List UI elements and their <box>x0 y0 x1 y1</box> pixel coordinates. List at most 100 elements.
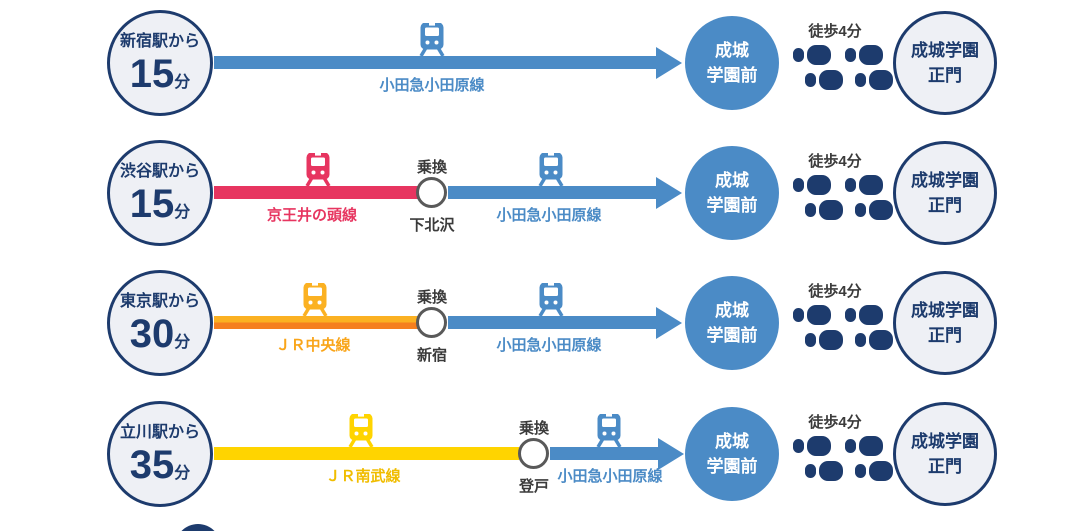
footprints-icon <box>790 45 895 91</box>
footprint-icon <box>845 436 883 456</box>
travel-time: 30分 <box>130 314 191 354</box>
destination-line1: 成城 <box>715 431 749 451</box>
travel-minutes-unit: 分 <box>174 465 191 483</box>
line-name-label: ＪＲ南武線 <box>325 468 401 485</box>
travel-minutes-unit: 分 <box>174 334 191 352</box>
transfer-station-circle <box>518 438 549 469</box>
route-row-shibuya: 渋谷駅から 15分 京王井の頭線 乗換 下北沢 小田急小田原線 成城 学園前 徒… <box>0 130 1080 261</box>
travel-time: 15分 <box>130 54 191 94</box>
footprint-icon <box>855 70 893 90</box>
gate-circle: 成城学園 正門 <box>893 141 997 245</box>
gate-line1: 成城学園 <box>911 40 979 60</box>
footprint-icon <box>845 175 883 195</box>
route-row-shinjuku: 新宿駅から 15分 小田急小田原線 成城 学園前 徒歩4分 成城学園 正門 <box>0 0 1080 131</box>
route-row-tachikawa: 立川駅から 35分 ＪＲ南武線 乗換 登戸 小田急小田原線 成城 学園前 徒歩4… <box>0 391 1080 522</box>
walk-time-label: 徒歩4分 <box>808 153 862 170</box>
gate-line2: 正門 <box>928 457 962 476</box>
arrowhead-icon <box>656 307 682 339</box>
transfer-label: 乗換 <box>416 159 448 176</box>
train-icon <box>299 283 331 317</box>
footprint-icon <box>805 461 843 481</box>
origin-station-label: 東京駅から <box>119 292 200 310</box>
transfer-station-name: 新宿 <box>416 347 448 364</box>
travel-minutes: 15 <box>129 52 175 97</box>
travel-minutes-unit: 分 <box>174 204 191 222</box>
line-name-label: 小田急小田原線 <box>496 337 602 354</box>
footprint-icon <box>855 330 893 350</box>
walk-time-label: 徒歩4分 <box>808 414 862 431</box>
line-name-label: 京王井の頭線 <box>266 207 358 224</box>
footprint-icon <box>805 330 843 350</box>
arrowhead-icon <box>658 438 684 470</box>
destination-station-circle: 成城 学園前 <box>685 146 779 240</box>
travel-minutes: 15 <box>129 182 175 227</box>
footprint-icon <box>845 305 883 325</box>
route-row-tokyo: 東京駅から 30分 ＪＲ中央線 乗換 新宿 小田急小田原線 成城 学園前 徒歩4… <box>0 260 1080 391</box>
travel-minutes-unit: 分 <box>174 74 191 92</box>
transfer-station-circle <box>416 177 447 208</box>
walk-time-label: 徒歩4分 <box>808 23 862 40</box>
destination-line2: 学園前 <box>706 66 758 85</box>
transfer-station-name: 下北沢 <box>409 217 455 234</box>
origin-station-circle: 渋谷駅から 15分 <box>107 140 213 246</box>
travel-time: 15分 <box>130 184 191 224</box>
gate-line1: 成城学園 <box>911 300 979 320</box>
gate-line2: 正門 <box>928 196 962 215</box>
transfer-station-name: 登戸 <box>518 478 550 495</box>
footprint-icon <box>793 436 831 456</box>
next-row-circle-cutoff <box>175 524 221 531</box>
train-icon <box>345 414 377 448</box>
footprints-icon <box>790 436 895 482</box>
destination-line1: 成城 <box>715 170 749 190</box>
destination-station-circle: 成城 学園前 <box>685 16 779 110</box>
train-icon <box>593 414 625 448</box>
footprint-icon <box>805 200 843 220</box>
gate-circle: 成城学園 正門 <box>893 402 997 506</box>
gate-line2: 正門 <box>928 326 962 345</box>
odakyu-line-bar <box>448 186 656 199</box>
destination-station-circle: 成城 学園前 <box>685 407 779 501</box>
footprint-icon <box>793 305 831 325</box>
walk-time-label: 徒歩4分 <box>808 283 862 300</box>
train-icon <box>535 153 567 187</box>
transfer-label: 乗換 <box>518 420 550 437</box>
keio-line-bar <box>214 186 432 199</box>
odakyu-line-bar <box>448 316 656 329</box>
origin-station-circle: 新宿駅から 15分 <box>107 10 213 116</box>
footprint-icon <box>845 45 883 65</box>
origin-station-label: 渋谷駅から <box>119 162 200 180</box>
destination-line1: 成城 <box>715 40 749 60</box>
footprint-icon <box>855 200 893 220</box>
train-icon <box>535 283 567 317</box>
arrowhead-icon <box>656 47 682 79</box>
destination-line2: 学園前 <box>706 457 758 476</box>
gate-line1: 成城学園 <box>911 170 979 190</box>
travel-minutes: 35 <box>129 443 175 488</box>
gate-circle: 成城学園 正門 <box>893 11 997 115</box>
gate-line2: 正門 <box>928 66 962 85</box>
origin-station-label: 立川駅から <box>119 423 200 441</box>
transfer-label: 乗換 <box>416 289 448 306</box>
footprint-icon <box>805 70 843 90</box>
jr-chuo-line-bar <box>214 316 432 329</box>
travel-minutes: 30 <box>129 312 175 357</box>
origin-station-label: 新宿駅から <box>119 32 200 50</box>
footprints-icon <box>790 305 895 351</box>
train-icon <box>416 23 448 57</box>
train-icon <box>302 153 334 187</box>
arrowhead-icon <box>656 177 682 209</box>
footprint-icon <box>855 461 893 481</box>
odakyu-line-bar <box>214 56 656 69</box>
destination-line1: 成城 <box>715 300 749 320</box>
travel-time: 35分 <box>130 445 191 485</box>
footprints-icon <box>790 175 895 221</box>
destination-station-circle: 成城 学園前 <box>685 276 779 370</box>
jr-nambu-line-bar <box>214 447 519 460</box>
destination-line2: 学園前 <box>706 196 758 215</box>
origin-station-circle: 立川駅から 35分 <box>107 401 213 507</box>
gate-line1: 成城学園 <box>911 431 979 451</box>
destination-line2: 学園前 <box>706 326 758 345</box>
odakyu-line-bar <box>550 447 658 460</box>
footprint-icon <box>793 45 831 65</box>
